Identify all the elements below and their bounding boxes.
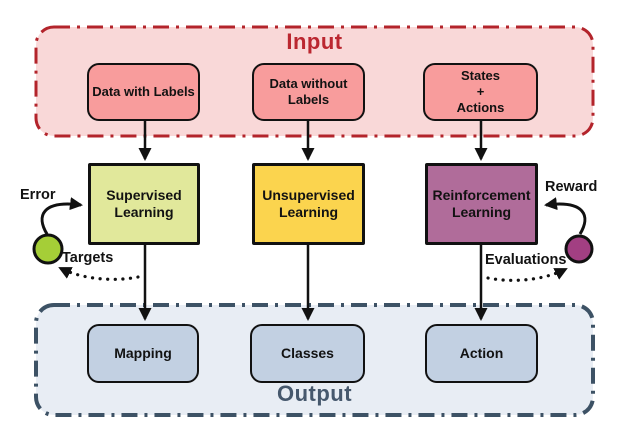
output-section-title: Output — [276, 381, 353, 406]
reward-label: Reward — [545, 179, 598, 195]
output-box-mapping: Mapping — [87, 324, 199, 383]
error-label: Error — [20, 187, 56, 203]
output-box-classes: Classes — [250, 324, 365, 383]
reward-node — [564, 234, 594, 264]
evaluations-dotted-arrow — [486, 267, 568, 282]
process-box-supervised-learning: Supervised Learning — [88, 163, 200, 245]
error-feedback-arrow — [40, 197, 83, 235]
input-box-data-without-labels: Data without Labels — [252, 63, 365, 121]
input-box-states-actions: States + Actions — [423, 63, 538, 121]
process-box-reinforcement-learning: Reinforcement Learning — [425, 163, 538, 245]
reward-feedback-arrow — [544, 197, 587, 235]
targets-label: Targets — [62, 250, 114, 266]
error-node — [32, 233, 64, 265]
targets-dotted-arrow — [58, 266, 140, 281]
output-box-action: Action — [425, 324, 538, 383]
process-box-unsupervised-learning: Unsupervised Learning — [252, 163, 365, 245]
input-box-data-with-labels: Data with Labels — [87, 63, 200, 121]
evaluations-label: Evaluations — [485, 252, 567, 268]
input-section-title: Input — [286, 29, 343, 54]
